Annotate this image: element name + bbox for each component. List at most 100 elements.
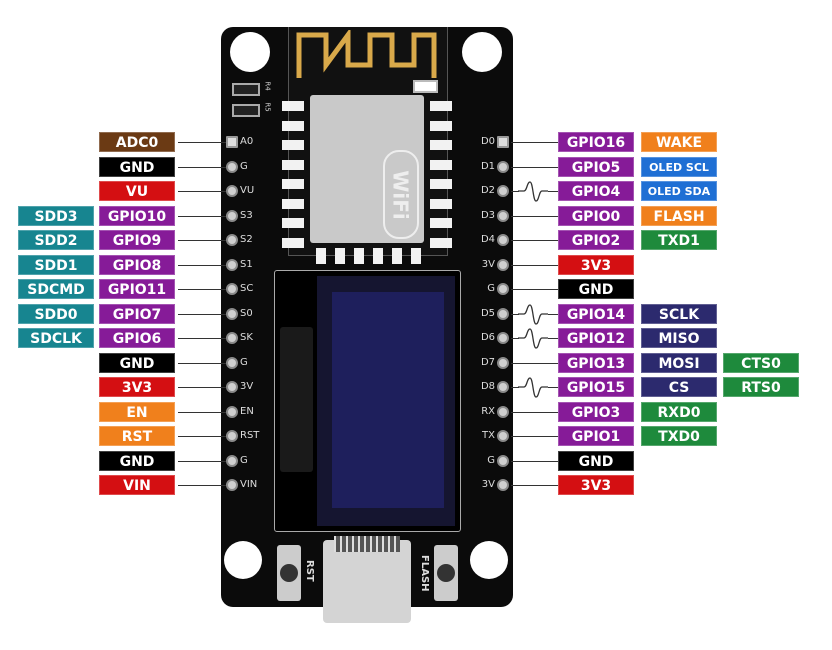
pin-header[interactable] (226, 160, 238, 173)
pin-header[interactable] (226, 307, 238, 320)
pin-silkscreen: S1 (240, 258, 253, 270)
connector-line (178, 362, 226, 364)
connector-line (511, 191, 519, 192)
pin-header[interactable] (226, 283, 238, 295)
pwm-icon (518, 181, 548, 202)
pin-header[interactable] (226, 479, 238, 491)
pin-header[interactable] (226, 209, 238, 222)
connector-line (178, 289, 226, 290)
connector-line (511, 215, 558, 217)
module-pad (282, 237, 304, 248)
pin-label-sd: SDD3 (18, 205, 94, 226)
pin-label-control: RST (99, 426, 175, 446)
pin-label-oled: OLED SCL (641, 156, 717, 177)
pin-silkscreen: VU (240, 185, 255, 196)
pin-header[interactable] (226, 258, 238, 271)
pin-header[interactable] (226, 136, 238, 148)
pin-silkscreen: EN (240, 405, 254, 417)
pin-header[interactable] (497, 356, 509, 369)
pin-header[interactable] (226, 381, 238, 393)
connector-line (178, 411, 226, 413)
pin-header[interactable] (497, 454, 509, 467)
connector-line (178, 191, 226, 192)
pin-header[interactable] (497, 307, 509, 320)
pin-header[interactable] (497, 405, 509, 418)
pin-silkscreen: A0 (240, 136, 254, 147)
mounting-hole (462, 32, 502, 72)
pin-label-spi: MOSI (641, 352, 717, 373)
pin-label-gpio: GPIO15 (558, 377, 634, 397)
oled-screen (332, 292, 444, 508)
connector-line (511, 240, 558, 241)
pin-silkscreen: G (240, 160, 248, 172)
module-pad (354, 248, 364, 264)
pin-silkscreen: RX (481, 405, 495, 417)
pin-header[interactable] (226, 454, 238, 467)
module-pad (430, 198, 452, 209)
flash-button-cap[interactable] (437, 564, 455, 582)
module-pad (282, 101, 304, 111)
resistor-r4 (232, 83, 260, 96)
pin-header[interactable] (226, 234, 238, 246)
usb-c-port[interactable] (323, 540, 411, 623)
rst-label: RST (304, 560, 315, 582)
pin-header[interactable] (226, 430, 238, 442)
pin-label-control: WAKE (641, 132, 717, 152)
pwm-icon (518, 303, 548, 325)
pin-label-spi: MISO (641, 328, 717, 348)
pin-header[interactable] (226, 332, 238, 344)
pin-silkscreen: G (487, 454, 495, 466)
pin-silkscreen: G (240, 356, 248, 368)
module-pad (430, 179, 452, 189)
module-pad (335, 248, 345, 264)
pin-header[interactable] (497, 332, 509, 344)
pin-header[interactable] (497, 430, 509, 442)
pin-label-power: 3V3 (99, 377, 175, 397)
mounting-hole (230, 32, 270, 72)
pin-header[interactable] (497, 258, 509, 271)
pin-header[interactable] (497, 234, 509, 246)
connector-line (511, 166, 558, 168)
pin-label-gpio: GPIO11 (99, 279, 175, 299)
connector-line (511, 485, 558, 486)
pin-label-gpio: GPIO2 (558, 230, 634, 250)
pin-label-gnd: GND (99, 450, 175, 471)
pin-label-power: VIN (99, 475, 175, 495)
pin-header[interactable] (226, 356, 238, 369)
flash-label: FLASH (419, 555, 430, 592)
pin-label-power: VU (99, 181, 175, 201)
pin-header[interactable] (497, 381, 509, 393)
pin-label-gpio: GPIO4 (558, 181, 634, 201)
pin-silkscreen: D3 (480, 209, 495, 221)
rst-button-cap[interactable] (280, 564, 298, 582)
pin-header[interactable] (497, 160, 509, 173)
pin-header[interactable] (226, 405, 238, 418)
module-pad (282, 159, 304, 170)
pin-label-uart: CTS0 (723, 352, 799, 373)
connector-line (511, 460, 558, 462)
connector-line (511, 313, 519, 315)
pin-label-sd: SDCLK (18, 328, 94, 348)
pin-header[interactable] (497, 185, 509, 197)
pin-label-gpio: GPIO9 (99, 230, 175, 250)
connector-line (178, 166, 226, 168)
pin-label-gnd: GND (558, 279, 634, 299)
pin-header[interactable] (497, 136, 509, 148)
pin-silkscreen: S0 (240, 307, 253, 319)
module-pad (430, 120, 452, 131)
antenna-trace-icon (296, 30, 437, 78)
module-pad (392, 248, 402, 264)
connector-line (548, 191, 558, 192)
pin-label-gpio: GPIO1 (558, 426, 634, 446)
connector-line (511, 411, 558, 413)
usb-pins (334, 536, 400, 552)
pin-silkscreen: VIN (240, 479, 258, 490)
pin-header[interactable] (226, 185, 238, 197)
resistor-r5 (232, 104, 260, 117)
pin-header[interactable] (497, 209, 509, 222)
pin-header[interactable] (497, 479, 509, 491)
pin-header[interactable] (497, 283, 509, 295)
pin-label-sd: SDCMD (18, 279, 94, 299)
pin-label-gnd: GND (99, 156, 175, 177)
module-pad (373, 248, 383, 264)
